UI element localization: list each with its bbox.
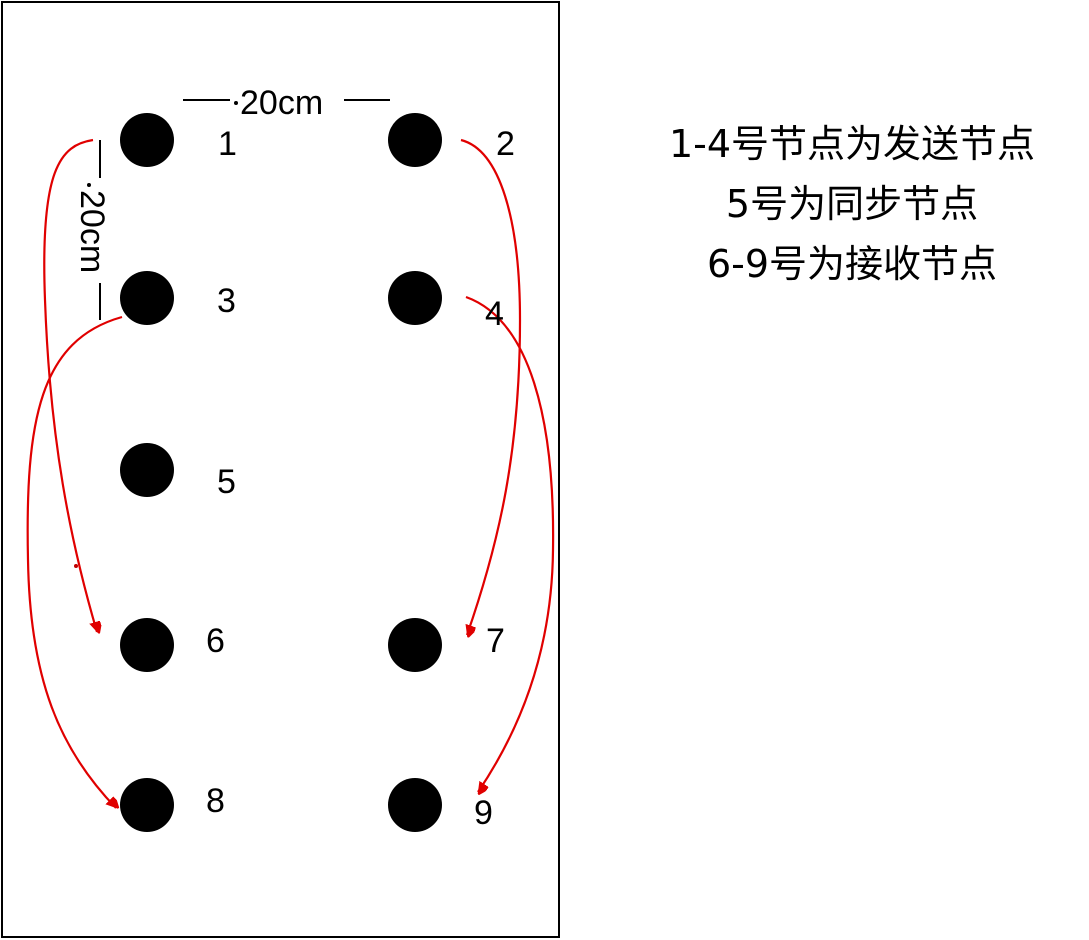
node-6	[120, 618, 174, 672]
node-2	[388, 113, 442, 167]
arrow-2-to-7	[460, 138, 522, 635]
vertical-dimension: 20cm	[73, 140, 111, 320]
node-5	[120, 443, 174, 497]
horizontal-dimension: 20cm	[183, 84, 390, 122]
horizontal-dimension-label: 20cm	[240, 84, 323, 122]
node-label-7: 7	[486, 622, 505, 660]
node-label-1: 1	[218, 125, 237, 163]
node-label-9: 9	[474, 794, 493, 832]
layout-frame	[1, 1, 560, 938]
node-1	[120, 113, 174, 167]
legend-line-send: 1-4号节点为发送节点	[669, 122, 1035, 166]
node-3	[120, 271, 174, 325]
node-7	[388, 618, 442, 672]
node-label-5: 5	[217, 463, 236, 501]
node-4	[388, 271, 442, 325]
legend-line-receive: 6-9号为接收节点	[707, 242, 997, 286]
arrow-3-to-8	[26, 315, 123, 808]
legend: 1-4号节点为发送节点 5号为同步节点 6-9号为接收节点	[669, 122, 1035, 286]
node-label-6: 6	[206, 622, 225, 660]
node-label-2: 2	[496, 125, 515, 163]
nodes-layer: 1 2 3 4 5 6 7 8 9	[120, 113, 515, 832]
arrow-layer	[26, 138, 555, 808]
node-label-4: 4	[485, 295, 504, 333]
node-label-8: 8	[206, 782, 225, 820]
arrow-1-to-6	[43, 138, 97, 632]
stray-dot	[74, 564, 78, 568]
legend-line-sync: 5号为同步节点	[726, 182, 978, 226]
node-label-3: 3	[217, 282, 236, 320]
vertical-dimension-label: 20cm	[73, 190, 111, 273]
arrow-4-to-9	[465, 295, 555, 792]
node-9	[388, 778, 442, 832]
node-8	[120, 778, 174, 832]
